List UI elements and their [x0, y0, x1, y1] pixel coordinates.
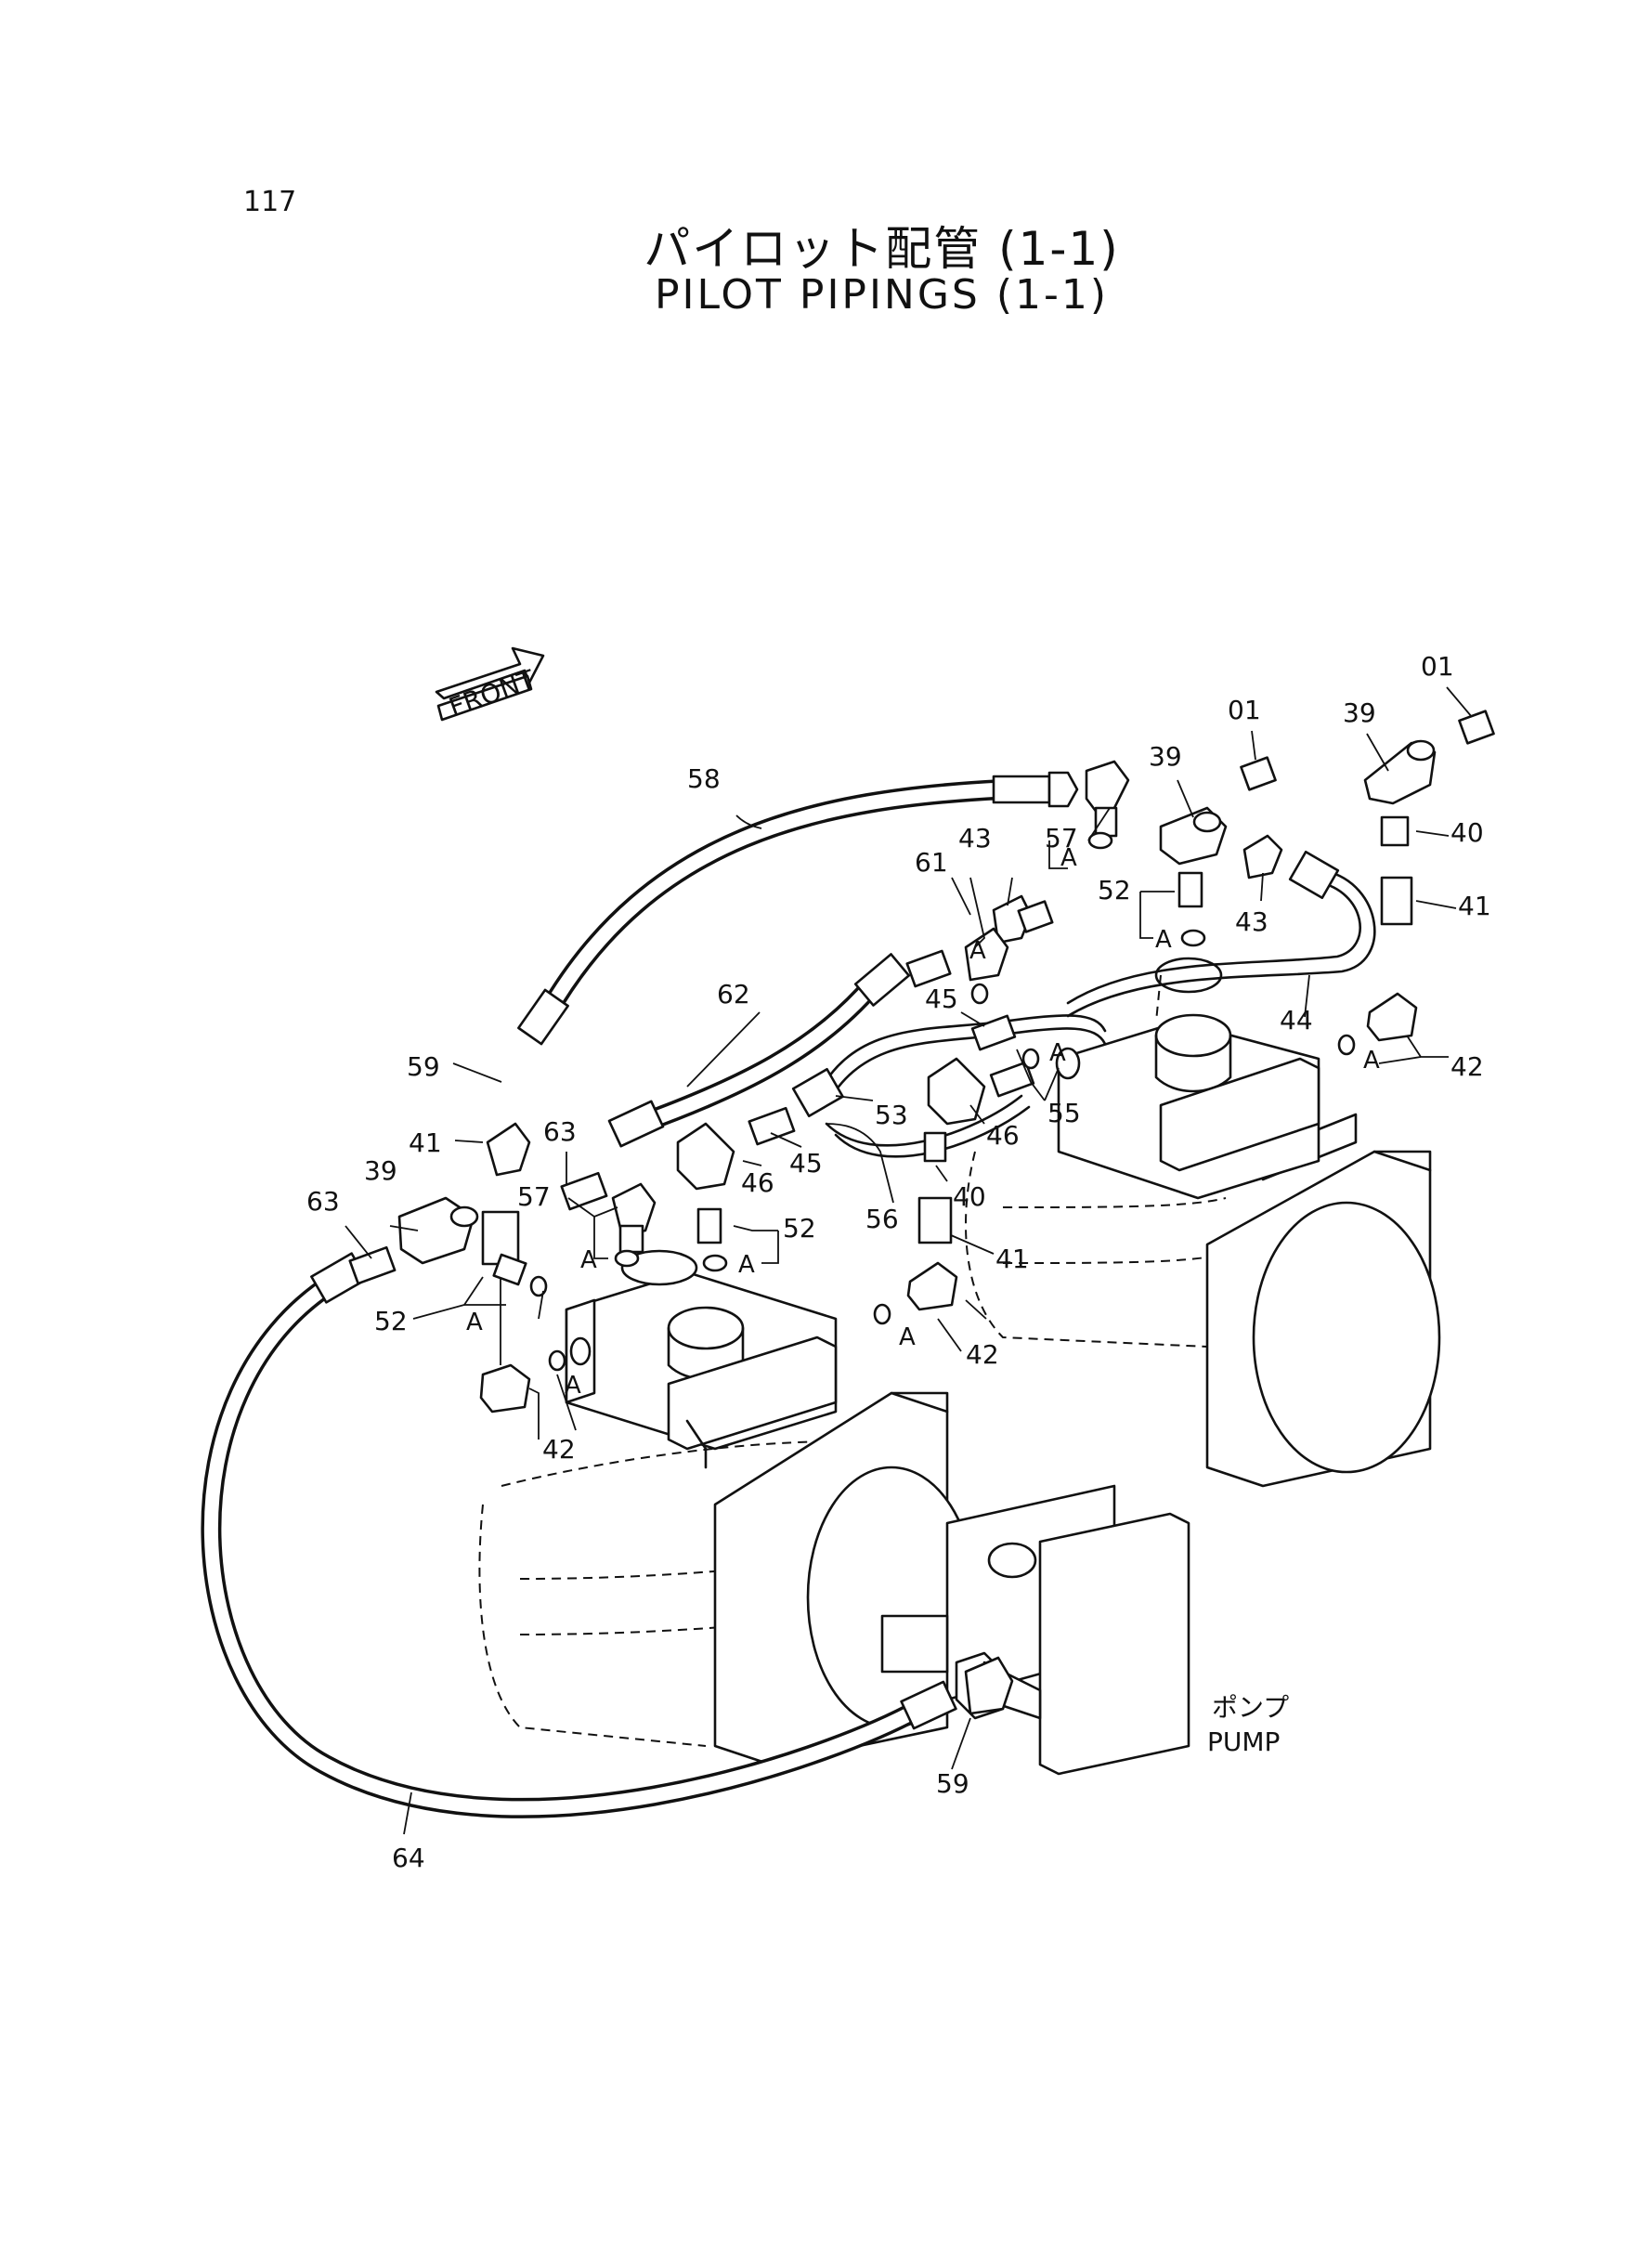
pipe-44 [1066, 850, 1376, 1018]
part-label: 61 [915, 847, 948, 878]
part-label: 62 [717, 979, 750, 1010]
page-number: 117 [243, 186, 297, 218]
part-label: 41 [1458, 891, 1491, 921]
part-label: 01 [1421, 651, 1454, 682]
regulator-right [1055, 957, 1320, 1200]
part-label: 53 [875, 1100, 908, 1130]
part-label: 46 [741, 1167, 774, 1198]
part-label: 42 [966, 1339, 999, 1370]
part-label: 56 [865, 1204, 899, 1234]
part-label: 39 [1149, 741, 1182, 772]
part-label: 43 [958, 823, 992, 853]
fittings [348, 710, 1495, 1715]
part-label: 42 [542, 1434, 576, 1465]
front-arrow-icon: FRONT [435, 646, 545, 723]
a-markers: A A A A A A A A A A [466, 844, 1380, 1400]
part-labels: 58 57 43 39 01 39 01 40 41 43 52 61 62 4… [306, 651, 1491, 1873]
a-marker: A [580, 1246, 597, 1274]
a-marker: A [899, 1323, 916, 1351]
part-label: 46 [986, 1120, 1020, 1151]
title-japanese: パイロット配管 (1-1) [644, 222, 1120, 276]
part-label: 52 [783, 1213, 816, 1244]
part-label: 40 [953, 1181, 986, 1212]
a-marker: A [1363, 1047, 1380, 1075]
part-label: 52 [374, 1306, 408, 1336]
part-label: 39 [1343, 697, 1376, 728]
a-marker: A [1155, 926, 1172, 954]
a-marker: A [969, 937, 986, 965]
a-marker: A [565, 1372, 581, 1400]
part-label: 52 [1098, 875, 1131, 905]
part-label: 63 [543, 1116, 577, 1147]
part-label: 57 [1045, 823, 1078, 853]
part-label: 01 [1228, 695, 1261, 725]
a-marker: A [1060, 844, 1077, 872]
part-label: 45 [925, 984, 958, 1014]
hose-62 [607, 953, 911, 1148]
a-marker: A [738, 1251, 755, 1279]
part-label: 59 [936, 1768, 969, 1799]
part-label: 63 [306, 1186, 340, 1217]
a-marker: A [466, 1309, 483, 1336]
hose-58 [517, 771, 1079, 1046]
part-label: 64 [392, 1843, 425, 1873]
pump-label-jp: ポンプ [1212, 1692, 1289, 1723]
part-label: 57 [517, 1181, 551, 1212]
part-label: 41 [409, 1127, 442, 1158]
leader-lines [345, 686, 1473, 1835]
title-english: PILOT PIPINGS (1-1) [654, 271, 1110, 319]
part-label: 55 [1047, 1098, 1081, 1128]
pump-label-en: PUMP [1207, 1726, 1280, 1757]
part-label: 39 [364, 1155, 397, 1186]
part-label: 58 [687, 763, 721, 794]
regulator-left [565, 1249, 838, 1469]
pump-lower [478, 1391, 1190, 1776]
part-label: 59 [407, 1051, 440, 1082]
part-label: 45 [789, 1148, 823, 1179]
part-label: 41 [995, 1244, 1029, 1274]
a-marker: A [1049, 1039, 1066, 1067]
part-label: 44 [1280, 1005, 1313, 1036]
part-label: 40 [1450, 817, 1484, 848]
part-label: 42 [1450, 1051, 1484, 1082]
part-label: 43 [1235, 906, 1268, 937]
hose-64 [201, 1252, 957, 1818]
